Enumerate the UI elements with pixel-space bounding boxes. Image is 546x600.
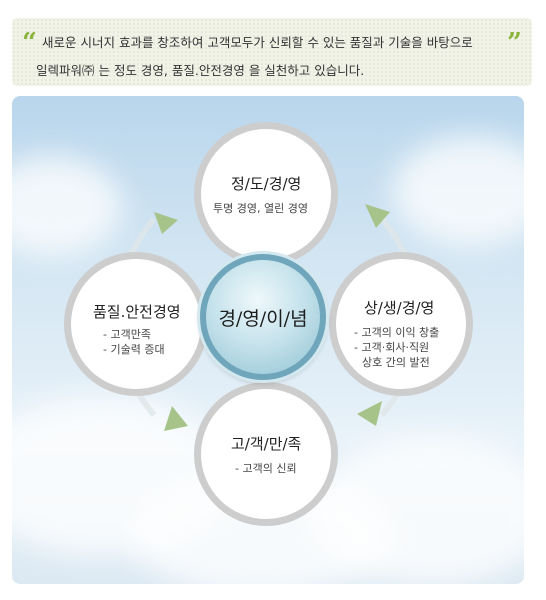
node-left-ring: 품질.안전경영 - 고객만족 - 기술력 증대: [64, 252, 208, 396]
node-bottom-ring: 고/객/만/족 - 고객의 신뢰: [194, 382, 338, 526]
close-quote-icon: ”: [507, 28, 522, 58]
node-right-ring: 상/생/경/영 - 고객의 이익 창출 - 고객·회사·직원 상호 간의 발전: [329, 252, 473, 396]
node-right-sub-2: - 고객·회사·직원: [354, 341, 430, 354]
node-left-sub-1: - 고객만족: [103, 328, 151, 341]
center-philosophy-circle: 경/영/이/념: [200, 254, 326, 380]
quote-line-1: 새로운 시너지 효과를 창조하여 고객모두가 신뢰할 수 있는 품질과 기술을 …: [42, 35, 473, 50]
node-top-ring: 정/도/경/영 투명 경영, 열린 경영: [194, 122, 338, 266]
node-right-sub-3: 상호 간의 발전: [362, 356, 430, 369]
node-bottom-sub: - 고객의 신뢰: [235, 462, 297, 475]
arrow-icon: [365, 204, 390, 228]
node-right-title: 상/생/경/영: [364, 299, 435, 317]
open-quote-icon: “: [22, 28, 37, 58]
node-left-sub-2: - 기술력 증대: [103, 343, 165, 356]
arrow-icon: [357, 401, 382, 426]
cloud-decoration: [12, 156, 122, 256]
center-label: 경/영/이/념: [218, 308, 308, 330]
cloud-decoration: [392, 136, 524, 246]
node-top-sub: 투명 경영, 열린 경영: [213, 202, 308, 215]
node-right-sub-1: - 고객의 이익 창출: [354, 326, 440, 339]
quote-line-2: 일렉파워㈜ 는 정도 경영, 품질.안전경영 을 실천하고 있습니다.: [36, 63, 365, 78]
node-left-title: 품질.안전경영: [93, 303, 181, 321]
arrow-icon: [164, 406, 188, 431]
node-bottom-title: 고/객/만/족: [231, 435, 302, 453]
philosophy-diagram: 정/도/경/영 투명 경영, 열린 경영 상/생/경/영 - 고객의 이익 창출…: [12, 96, 524, 584]
node-top-title: 정/도/경/영: [231, 175, 302, 193]
mission-quote-box: “ 새로운 시너지 효과를 창조하여 고객모두가 신뢰할 수 있는 품질과 기술…: [12, 18, 532, 86]
arrow-icon: [154, 212, 178, 234]
